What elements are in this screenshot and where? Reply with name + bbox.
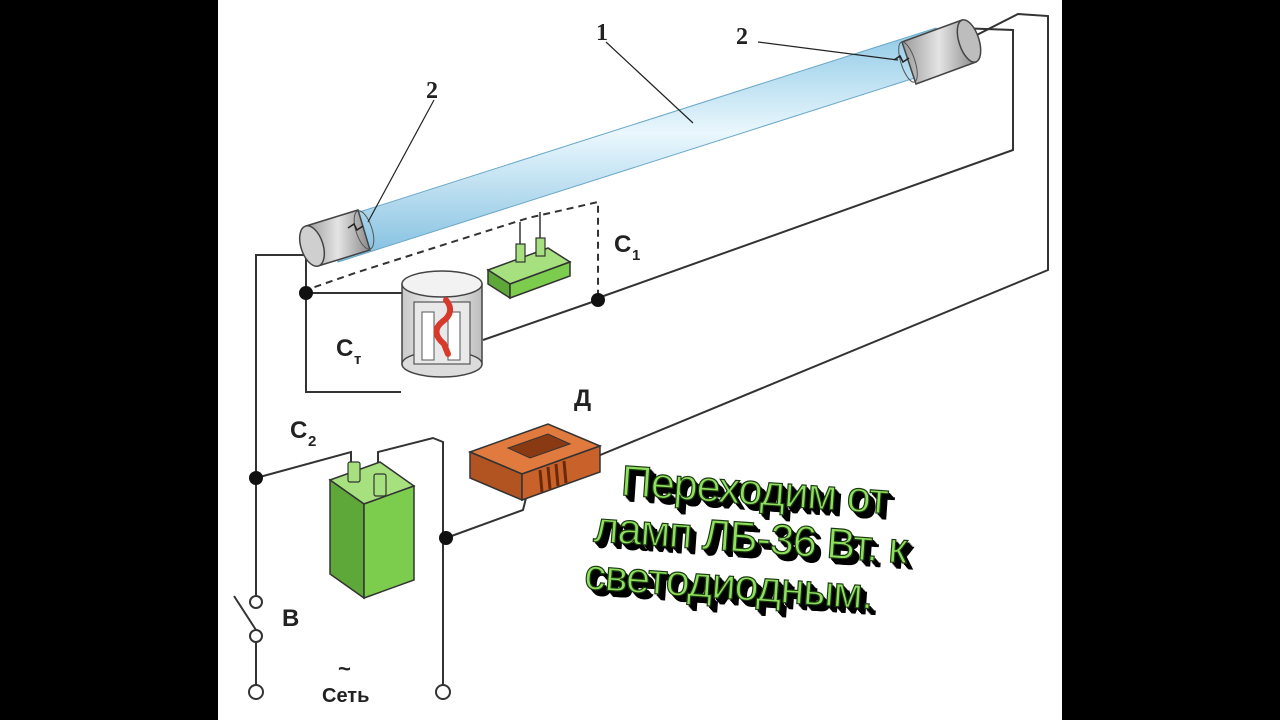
starter [401, 270, 483, 378]
switch [233, 595, 263, 643]
capacitor-c1-label: С [614, 231, 631, 258]
starter-subscript: т [354, 351, 361, 368]
capacitor-c1-subscript: 1 [632, 247, 640, 264]
electrode-left-number-label: 2 [426, 78, 438, 104]
junction-dot [249, 471, 263, 485]
junction-dot [439, 531, 453, 545]
fluorescent-tube [298, 19, 982, 268]
fluorescent-lamp-circuit-diagram: 1 2 2 С 1 С т Д С 2 В ~ Сеть [233, 12, 1049, 707]
tube-number-label: 1 [596, 20, 608, 46]
capacitor-c2 [328, 461, 416, 600]
mains-label: Сеть [322, 685, 369, 707]
capacitor-c1 [486, 212, 572, 300]
wires [255, 12, 1049, 690]
junction-dot [591, 293, 605, 307]
capacitor-c2-subscript: 2 [308, 433, 316, 450]
leader-lines [367, 41, 899, 223]
capacitor-c2-label: С [290, 417, 307, 444]
switch-label: В [282, 605, 299, 632]
starter-label: С [336, 335, 353, 362]
junction-dot [299, 286, 313, 300]
mains-symbol: ~ [338, 656, 351, 681]
left-end-cap [298, 209, 375, 268]
ballast-choke [467, 423, 603, 502]
right-end-cap [893, 19, 982, 85]
ballast-label: Д [574, 385, 591, 412]
overlay-caption: Переходим от ламп ЛБ-36 Вт. к светодиодн… [582, 455, 1032, 629]
diagram-stage: 1 2 2 С 1 С т Д С 2 В ~ Сеть [218, 0, 1062, 720]
mains-terminals [248, 684, 451, 700]
junction-dots [249, 286, 605, 545]
electrode-right-number-label: 2 [736, 24, 748, 50]
